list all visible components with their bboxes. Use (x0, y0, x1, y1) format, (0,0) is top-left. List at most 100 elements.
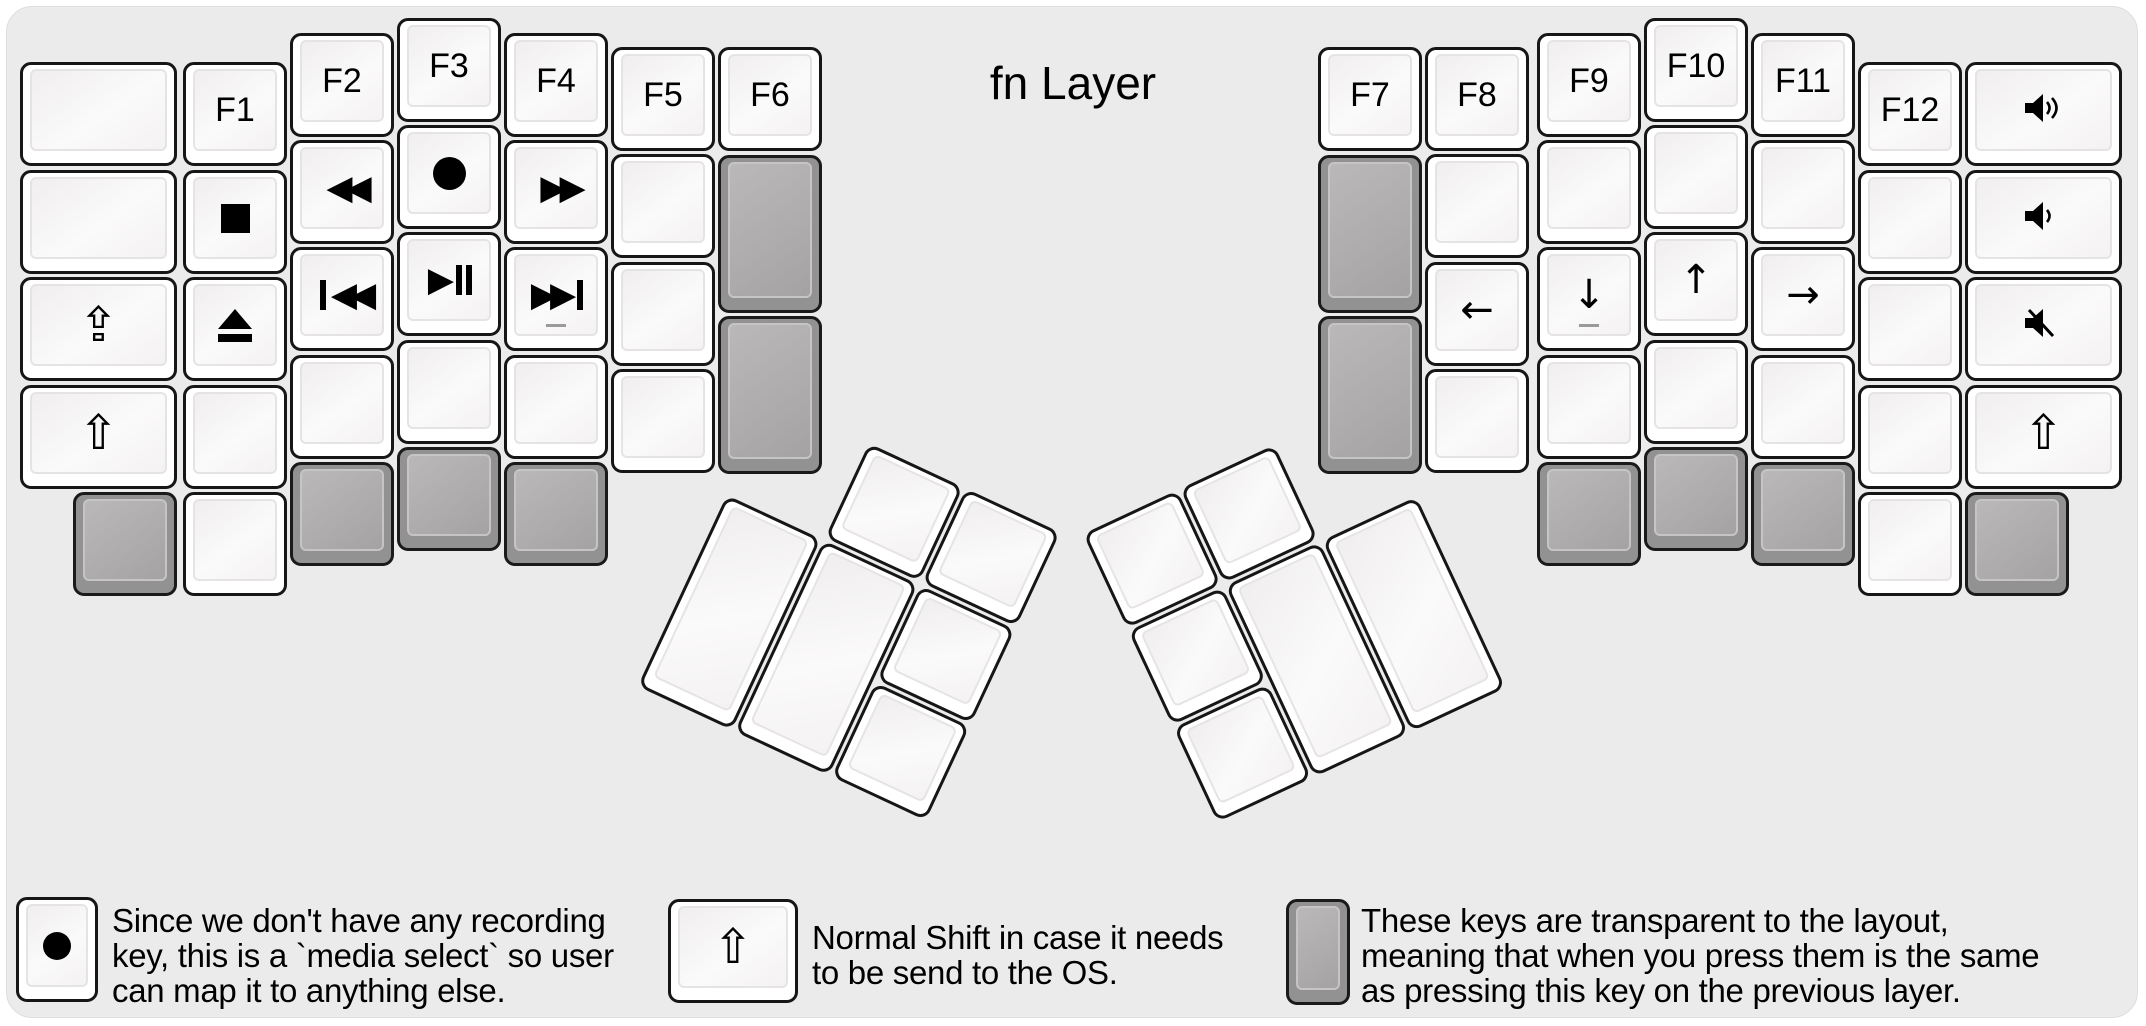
key-f1[interactable]: F1 (183, 62, 287, 166)
key-blank[interactable] (1858, 277, 1962, 381)
keycap-face: ▶▶ (514, 147, 598, 229)
key-blank[interactable] (611, 262, 715, 366)
key-blank[interactable] (504, 355, 608, 459)
key-eject[interactable] (183, 277, 287, 381)
keycap-face: ← (1435, 269, 1519, 351)
key-f3[interactable]: F3 (397, 18, 501, 122)
key-f8[interactable]: F8 (1425, 47, 1529, 151)
key-play-pause[interactable]: ▶ (397, 232, 501, 336)
key-blank[interactable] (611, 369, 715, 473)
key-arrow-left[interactable]: ← (1425, 262, 1529, 366)
key-blank[interactable] (1537, 140, 1641, 244)
key-transparent[interactable] (397, 447, 501, 551)
key-transparent[interactable] (73, 492, 177, 596)
legend-record-text: Since we don't have any recording key, t… (112, 903, 614, 1008)
arrow-left-icon: ← (1460, 287, 1494, 333)
key-label: F8 (1457, 75, 1497, 114)
key-label: F3 (429, 46, 469, 85)
key-transparent[interactable] (1644, 447, 1748, 551)
key-arrow-down[interactable]: ↓ (1537, 247, 1641, 351)
key-shift-right[interactable]: ⇧ (1965, 385, 2122, 489)
keycap-face (193, 284, 277, 366)
keycap-face: ⇧ (1975, 392, 2112, 474)
key-f7[interactable]: F7 (1318, 47, 1422, 151)
play-pause-icon: ▶ (426, 263, 473, 297)
key-blank[interactable] (1644, 340, 1748, 444)
keycap-face: ▶▶ (514, 254, 598, 336)
keycap-face (1654, 454, 1738, 536)
key-f9[interactable]: F9 (1537, 33, 1641, 137)
keycap-face (514, 469, 598, 551)
key-transparent[interactable] (1965, 492, 2069, 596)
key-blank[interactable] (20, 62, 177, 166)
key-next-track[interactable]: ▶▶ (504, 247, 608, 351)
key-blank[interactable] (611, 154, 715, 258)
key-blank[interactable] (1425, 154, 1529, 258)
key-volume-up[interactable] (1965, 62, 2122, 166)
stop-icon (220, 203, 250, 233)
key-fast-forward[interactable]: ▶▶ (504, 140, 608, 244)
keycap-face: F8 (1435, 54, 1519, 136)
key-blank[interactable] (1858, 385, 1962, 489)
key-transparent[interactable] (718, 155, 822, 313)
key-blank[interactable] (20, 170, 177, 274)
key-f6[interactable]: F6 (718, 47, 822, 151)
key-transparent[interactable] (1751, 462, 1855, 566)
homing-mark (1579, 324, 1599, 327)
keycap-face: ↑ (1654, 239, 1738, 321)
legend-line: These keys are transparent to the layout… (1361, 902, 1949, 939)
key-volume-down[interactable] (1965, 170, 2122, 274)
key-blank[interactable] (183, 492, 287, 596)
keycap-face (1435, 376, 1519, 458)
key-mute[interactable] (1965, 277, 2122, 381)
key-arrow-up[interactable]: ↑ (1644, 232, 1748, 336)
key-f5[interactable]: F5 (611, 47, 715, 151)
key-rewind[interactable]: ◀◀ (290, 140, 394, 244)
key-blank[interactable] (1751, 355, 1855, 459)
key-f10[interactable]: F10 (1644, 18, 1748, 122)
key-f11[interactable]: F11 (1751, 33, 1855, 137)
key-transparent[interactable] (1318, 316, 1422, 474)
key-transparent[interactable] (1537, 462, 1641, 566)
key-prev-track[interactable]: ◀◀ (290, 247, 394, 351)
key-stop[interactable] (183, 170, 287, 274)
key-arrow-right[interactable]: → (1751, 247, 1855, 351)
key-transparent[interactable] (504, 462, 608, 566)
shift-icon: ⇧ (712, 919, 754, 975)
key-record-media-select[interactable] (397, 125, 501, 229)
keycap-face (1328, 162, 1412, 298)
key-transparent[interactable] (1318, 155, 1422, 313)
keycap-face: F5 (621, 54, 705, 136)
eject-icon (218, 308, 252, 342)
key-transparent[interactable] (718, 316, 822, 474)
key-caps-lock[interactable]: ⇪ (20, 277, 177, 381)
keycap-face: ▶ (407, 239, 491, 321)
keycap-face (407, 347, 491, 429)
key-transparent[interactable] (290, 462, 394, 566)
key-blank[interactable] (397, 340, 501, 444)
key-f12[interactable]: F12 (1858, 62, 1962, 166)
key-blank[interactable] (1644, 125, 1748, 229)
keycap-face: ◀◀ (300, 147, 384, 229)
layer-title: fn Layer (989, 57, 1157, 109)
keycap-face: F10 (1654, 25, 1738, 107)
key-shift-left[interactable]: ⇧ (20, 385, 177, 489)
keycap-face (1435, 161, 1519, 243)
keycap-face (300, 469, 384, 551)
key-blank[interactable] (1858, 492, 1962, 596)
record-icon (43, 931, 71, 960)
key-blank[interactable] (183, 385, 287, 489)
keycap-face: F1 (193, 69, 277, 151)
key-blank[interactable] (1425, 369, 1529, 473)
key-blank[interactable] (290, 355, 394, 459)
keycap-face (1296, 906, 1340, 990)
key-blank[interactable] (1858, 170, 1962, 274)
keycap-face (1975, 177, 2112, 259)
keycap-face: F6 (728, 54, 812, 136)
key-blank[interactable] (1537, 355, 1641, 459)
keycap-face (1654, 347, 1738, 429)
key-f2[interactable]: F2 (290, 33, 394, 137)
key-f4[interactable]: F4 (504, 33, 608, 137)
rewind-icon: ◀◀ (326, 168, 371, 208)
key-blank[interactable] (1751, 140, 1855, 244)
